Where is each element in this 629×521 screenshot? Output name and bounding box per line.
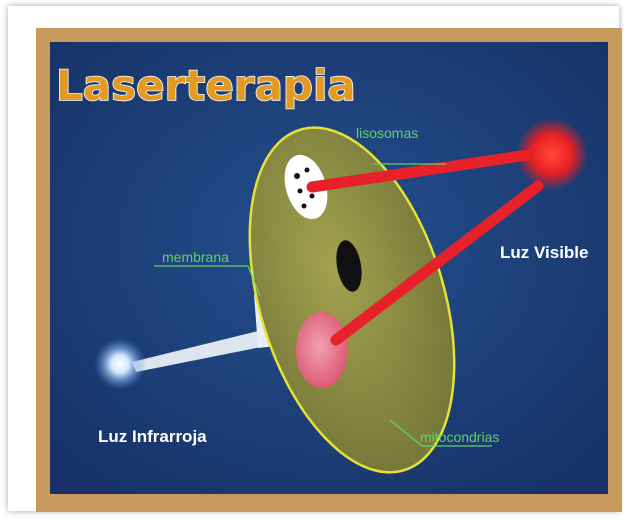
diagram-title: Laserterapia [56,61,356,110]
infrared-light-source-icon [94,338,146,390]
label-luz-infrarroja: Luz Infrarroja [98,427,207,446]
label-luz-visible: Luz Visible [500,243,589,262]
laserterapia-diagram: Laserterapia [36,28,622,512]
diagram-board: Laserterapia [36,28,622,512]
label-mitocondrias: mitocondrias [420,429,499,445]
label-lisosomas: lisosomas [356,125,418,141]
mitochondria-icon [296,312,348,388]
label-membrana: membrana [162,249,229,265]
image-frame: Laserterapia [8,6,619,511]
visible-light-source-icon [516,118,588,190]
